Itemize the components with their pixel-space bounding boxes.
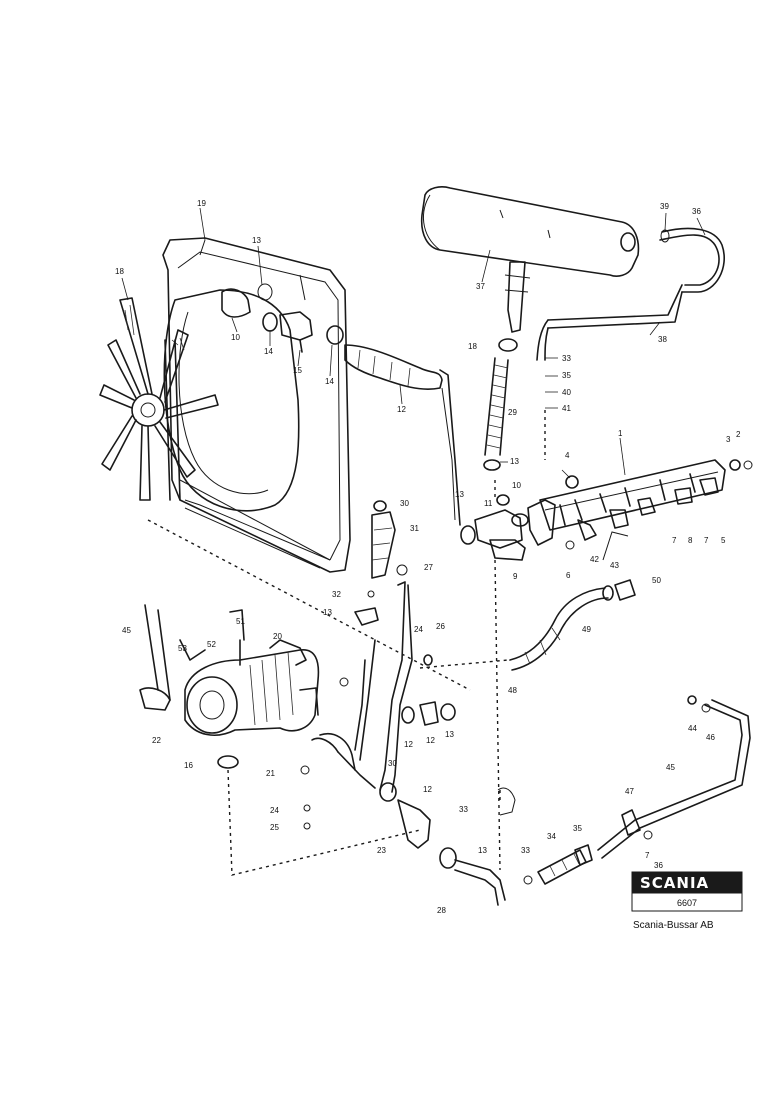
callout: 44 [688, 724, 697, 733]
callout: 15 [293, 366, 302, 375]
callout: 30 [388, 759, 397, 768]
callout: 34 [547, 832, 556, 841]
fan-shroud [163, 289, 331, 569]
callout-labels: 19 18 13 10 14 15 14 12 37 39 36 38 18 3… [115, 199, 741, 915]
callout: 31 [410, 524, 419, 533]
callout: 39 [660, 202, 669, 211]
callout: 29 [508, 408, 517, 417]
callout: 18 [115, 267, 124, 276]
bypass-hose [371, 500, 396, 579]
callout: 6 [566, 571, 571, 580]
callout: 36 [692, 207, 701, 216]
overflow-pipe [536, 227, 725, 361]
callout: 28 [437, 906, 446, 915]
bottom-hose [523, 844, 593, 885]
lower-pipe [311, 581, 506, 906]
callout: 48 [508, 686, 517, 695]
callout: 13 [252, 236, 261, 245]
callout: 50 [652, 576, 661, 585]
callout: 43 [610, 561, 619, 570]
upper-radiator-hose [221, 283, 461, 526]
callout: 33 [459, 805, 468, 814]
callout: 33 [562, 354, 571, 363]
routing-lines [147, 410, 546, 876]
drawing-reference: 6607 [677, 898, 697, 908]
leader-lines [121, 207, 706, 479]
callout: 46 [706, 733, 715, 742]
drain-pipe [597, 695, 751, 859]
callout: 30 [400, 499, 409, 508]
callout: 47 [625, 787, 634, 796]
callout: 13 [478, 846, 487, 855]
callout: 27 [424, 563, 433, 572]
callout: 32 [332, 590, 341, 599]
callout: 5 [721, 536, 726, 545]
callout: 52 [207, 640, 216, 649]
callout: 26 [436, 622, 445, 631]
callout: 21 [266, 769, 275, 778]
callout: 7 [672, 536, 677, 545]
callout: 51 [236, 617, 245, 626]
callout: 24 [270, 806, 279, 815]
callout: 10 [512, 481, 521, 490]
callout: 7 [704, 536, 709, 545]
scania-logo-block: SCANIA 6607 Scania-Bussar AB [631, 871, 743, 931]
scania-logo: SCANIA [640, 874, 709, 892]
callout: 11 [484, 499, 493, 508]
callout: 45 [666, 763, 675, 772]
callout: 53 [178, 644, 187, 653]
hose-clips [300, 564, 456, 830]
thermostat-housing [460, 494, 556, 561]
callout: 49 [582, 625, 591, 634]
callout: 7 [645, 851, 650, 860]
callout: 12 [426, 736, 435, 745]
water-pump [139, 604, 320, 769]
callout: 42 [590, 555, 599, 564]
callout: 12 [397, 405, 406, 414]
callout: 25 [270, 823, 279, 832]
callout: 38 [658, 335, 667, 344]
callout: 33 [521, 846, 530, 855]
callout: 45 [122, 626, 131, 635]
callout: 13 [323, 608, 332, 617]
callout: 20 [273, 632, 282, 641]
coolant-manifold [539, 459, 753, 561]
callout: 13 [445, 730, 454, 739]
callout: 14 [264, 347, 273, 356]
expansion-tank [420, 186, 640, 333]
callout: 18 [468, 342, 477, 351]
cooling-fan [99, 297, 219, 501]
callout: 16 [184, 761, 193, 770]
callout: 36 [654, 861, 663, 870]
callout: 2 [736, 430, 741, 439]
callout: 14 [325, 377, 334, 386]
callout: 24 [414, 625, 423, 634]
callout: 22 [152, 736, 161, 745]
callout: 23 [377, 846, 386, 855]
callout: 13 [455, 490, 464, 499]
callout: 4 [565, 451, 570, 460]
publisher-name: Scania-Bussar AB [633, 920, 714, 931]
radiator [162, 237, 351, 573]
callout: 10 [231, 333, 240, 342]
corrugated-hose [483, 338, 518, 471]
callout: 13 [510, 457, 519, 466]
callout: 9 [513, 572, 518, 581]
callout: 3 [726, 435, 731, 444]
callout: 40 [562, 388, 571, 397]
callout: 19 [197, 199, 206, 208]
callout: 12 [404, 740, 413, 749]
callout: 35 [562, 371, 571, 380]
callout: 41 [562, 404, 571, 413]
callout: 37 [476, 282, 485, 291]
callout: 8 [688, 536, 693, 545]
callout: 35 [573, 824, 582, 833]
callout: 1 [618, 429, 623, 438]
callout: 12 [423, 785, 432, 794]
return-pipe [509, 579, 636, 671]
